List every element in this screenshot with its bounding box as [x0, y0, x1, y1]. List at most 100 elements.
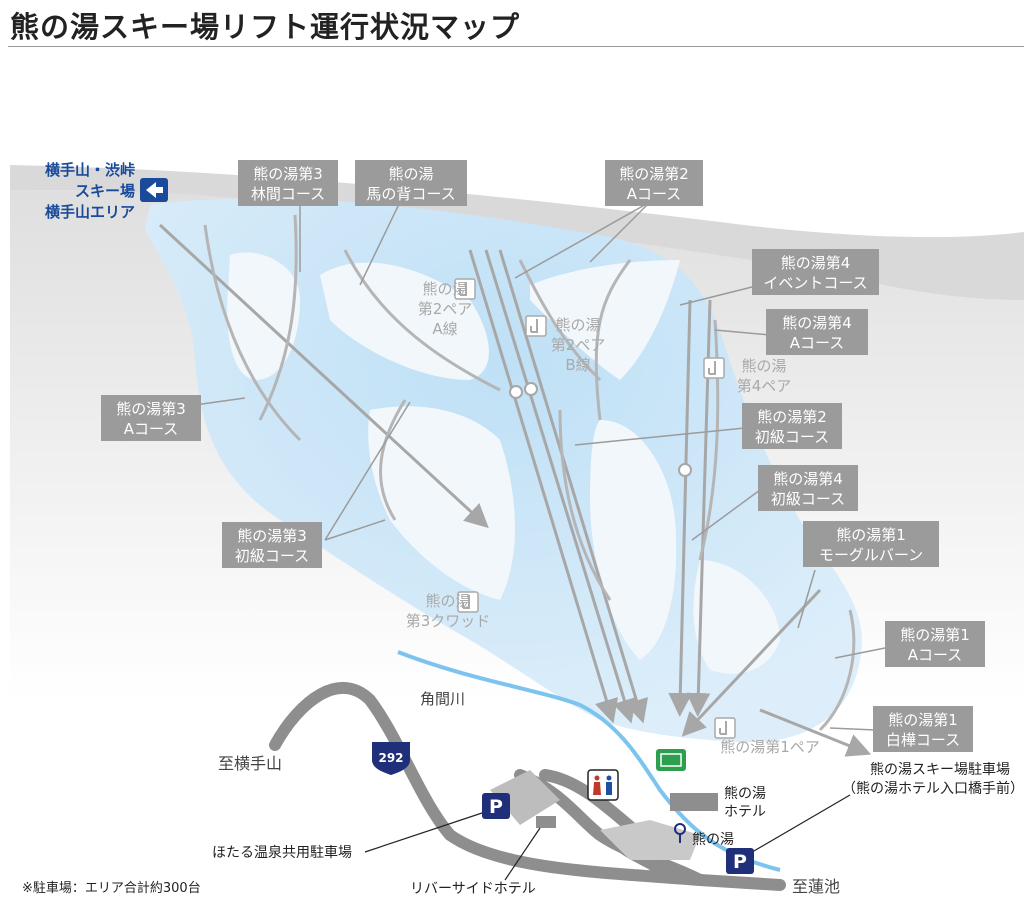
- course-labels: 熊の湯第3林間コース熊の湯馬の背コース熊の湯第2Aコース熊の湯第4イベントコース…: [101, 160, 985, 752]
- area-link-yokoteyama[interactable]: 横手山・渋峠 スキー場 横手山エリア: [45, 161, 168, 221]
- course-label-box: [222, 522, 322, 568]
- course-label: 熊の湯第1 モーグルバーン: [803, 521, 939, 567]
- course-label-text: 熊の湯第3: [116, 400, 186, 418]
- course-label-text: 馬の背コース: [366, 185, 455, 203]
- course-label-text: 熊の湯第2: [619, 165, 689, 183]
- course-label-box: [605, 160, 703, 206]
- course-label-box: [758, 465, 858, 511]
- course-label-box: [803, 521, 939, 567]
- lift-label-text: 第3クワッド: [406, 612, 491, 630]
- bus-stop-label: 熊の湯: [692, 831, 734, 848]
- course-label: 熊の湯第2 初級コース: [742, 403, 842, 449]
- svg-text:横手山・渋峠: 横手山・渋峠: [45, 161, 135, 179]
- svg-text:P: P: [733, 851, 747, 873]
- course-label-text: 熊の湯第4: [781, 254, 851, 272]
- building-kumanoyu-hotel: [670, 793, 718, 811]
- arrow-left-shape: [146, 182, 163, 198]
- riverside-hotel-label: リバーサイドホテル: [410, 881, 536, 897]
- toilet-icon: [587, 769, 619, 801]
- course-label-box: [355, 160, 467, 206]
- lift-labels: 熊の湯第2ペアA線熊の湯第2ペアB線熊の湯第4ペア熊の湯第3クワッド熊の湯第1ペ…: [406, 278, 820, 756]
- river-label: 角間川: [420, 690, 465, 708]
- svg-text:292: 292: [378, 751, 403, 765]
- course-label-text: 熊の湯第1: [888, 711, 958, 729]
- main-parking-label-1: 熊の湯スキー場駐車場: [870, 761, 1010, 778]
- course-label: 熊の湯第4 イベントコース: [752, 249, 879, 295]
- course-label-text: 熊の湯第2: [757, 408, 827, 426]
- lift-label-text: 熊の湯: [555, 316, 600, 334]
- tree-island: [590, 420, 677, 660]
- course-label-text: 熊の湯第3: [253, 165, 323, 183]
- course-label-text: Aコース: [627, 185, 682, 203]
- course-label-text: 初級コース: [235, 547, 309, 565]
- river-kakuma: [397, 650, 781, 872]
- course-label-box: [101, 395, 201, 441]
- svg-text:横手山エリア: 横手山エリア: [45, 203, 135, 221]
- lift-chair-glyph: [719, 721, 727, 735]
- course-label-text: 熊の湯第3: [237, 527, 307, 545]
- tree-island: [530, 260, 680, 380]
- tree-island: [227, 252, 300, 380]
- main-parking-label-2: （熊の湯ホテル入口橋手前）: [842, 780, 1024, 797]
- place-leaders: [364, 794, 851, 881]
- kumanoyu-hotel-label-1: 熊の湯: [724, 785, 766, 802]
- tree-island: [320, 262, 489, 380]
- lift-label-text: 第4ペア: [737, 377, 792, 395]
- course-label-text: 熊の湯第1: [836, 526, 906, 544]
- lift-label-text: 熊の湯第1ペア: [720, 738, 820, 756]
- lift-label-text: 熊の湯: [425, 592, 470, 610]
- lift-chair-glyph: [530, 319, 538, 333]
- course-label-box: [752, 249, 879, 295]
- course-label-box: [742, 403, 842, 449]
- course-label-box: [885, 621, 985, 667]
- lift-label-text: 熊の湯: [741, 357, 786, 375]
- route-shield-icon: 292: [372, 742, 410, 775]
- lift-label-text: B線: [565, 356, 590, 374]
- course-label-text: 初級コース: [771, 490, 845, 508]
- title-underline: [8, 46, 1024, 47]
- lift-chair-glyph: [708, 361, 716, 375]
- course-label: 熊の湯第3 林間コース: [238, 160, 338, 206]
- course-label-box: [873, 706, 973, 752]
- course-label-box: [238, 160, 338, 206]
- lift-chair-glyph: [462, 595, 470, 609]
- course-label-text: Aコース: [790, 334, 845, 352]
- course-label-text: モーグルバーン: [819, 546, 923, 564]
- to-hasuike-label: 至蓮池: [792, 877, 840, 896]
- course-label-text: Aコース: [908, 646, 963, 664]
- svg-text:スキー場: スキー場: [75, 182, 135, 200]
- course-label-text: 熊の湯第4: [782, 314, 852, 332]
- parking-note: ※駐車場：エリア合計約300台: [22, 880, 201, 896]
- lift-station: [678, 463, 692, 477]
- ticket-office-icon: [656, 749, 686, 771]
- lift-label-text: A線: [432, 320, 457, 338]
- lift-label: 熊の湯第1ペア: [714, 717, 820, 756]
- course-label-text: 林間コース: [251, 185, 325, 203]
- lift-station: [509, 385, 523, 399]
- course-label-text: イベントコース: [763, 274, 867, 292]
- to-yokoteyama-label: 至横手山: [218, 754, 282, 773]
- course-label-box: [766, 309, 868, 355]
- course-label-text: 初級コース: [755, 428, 829, 446]
- course-label-text: 熊の湯: [388, 165, 433, 183]
- tree-island: [693, 560, 780, 674]
- building-riverside-hotel: [536, 816, 556, 828]
- svg-text:P: P: [489, 796, 503, 818]
- course-label-text: 熊の湯第1: [900, 626, 970, 644]
- lift-label-text: 第2ペア: [418, 300, 473, 318]
- label-leaders: [194, 201, 886, 731]
- shared-parking-label: ほたる温泉共用駐車場: [212, 844, 352, 861]
- lift-label-text: 熊の湯: [422, 280, 467, 298]
- lift-station: [524, 382, 538, 396]
- course-label-text: Aコース: [124, 420, 179, 438]
- course-label: 熊の湯第3 初級コース: [222, 522, 322, 568]
